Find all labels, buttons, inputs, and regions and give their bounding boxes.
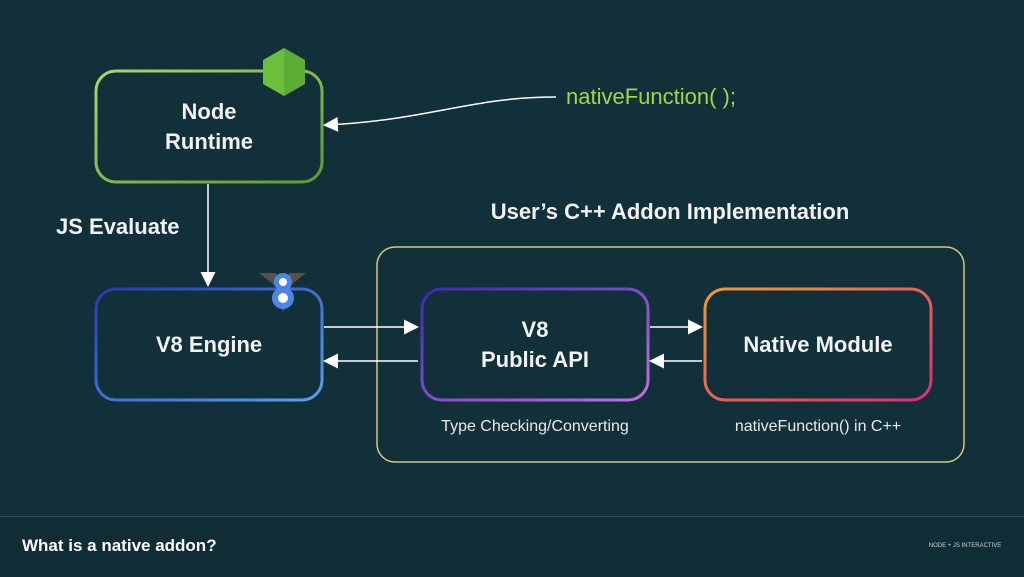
native-function-call: nativeFunction( ); — [566, 84, 736, 109]
native-module-box[interactable]: Native Module — [705, 289, 931, 400]
node-runtime-line2: Runtime — [165, 128, 253, 154]
native-module-caption: nativeFunction() in C++ — [734, 418, 902, 435]
node-runtime-border — [94, 69, 324, 184]
logo-text: NODE + JS INTERACTIVE — [928, 543, 1002, 549]
v8-api-line1: V8 — [521, 316, 549, 342]
v8-logo-icon — [259, 273, 306, 312]
native-module-label: Native Module — [743, 331, 893, 357]
slide-title: What is a native addon? — [22, 536, 217, 555]
v8-engine-border — [94, 287, 324, 402]
node-runtime-box[interactable]: Node Runtime — [96, 71, 322, 182]
addon-group-border — [376, 246, 965, 463]
v8-engine-label: V8 Engine — [155, 331, 263, 357]
v8-api-line2: Public API — [481, 346, 589, 372]
v8-engine-box[interactable]: V8 Engine — [96, 289, 322, 400]
v8-api-border — [420, 287, 650, 402]
v8-public-api-box[interactable]: V8 Public API — [422, 289, 648, 400]
node-runtime-line1: Node — [181, 98, 237, 124]
nodejs-hexagon-icon — [263, 48, 305, 96]
v8-api-caption: Type Checking/Converting — [441, 418, 629, 435]
arrow-call-to-node — [323, 96, 557, 132]
native-module-border — [703, 287, 933, 402]
footer-bar: What is a native addon? NODE + JS INTERA… — [0, 516, 1024, 577]
addon-group-title: User’s C++ Addon Implementation — [490, 199, 850, 224]
edge-label-js-evaluate: JS Evaluate — [56, 214, 180, 239]
